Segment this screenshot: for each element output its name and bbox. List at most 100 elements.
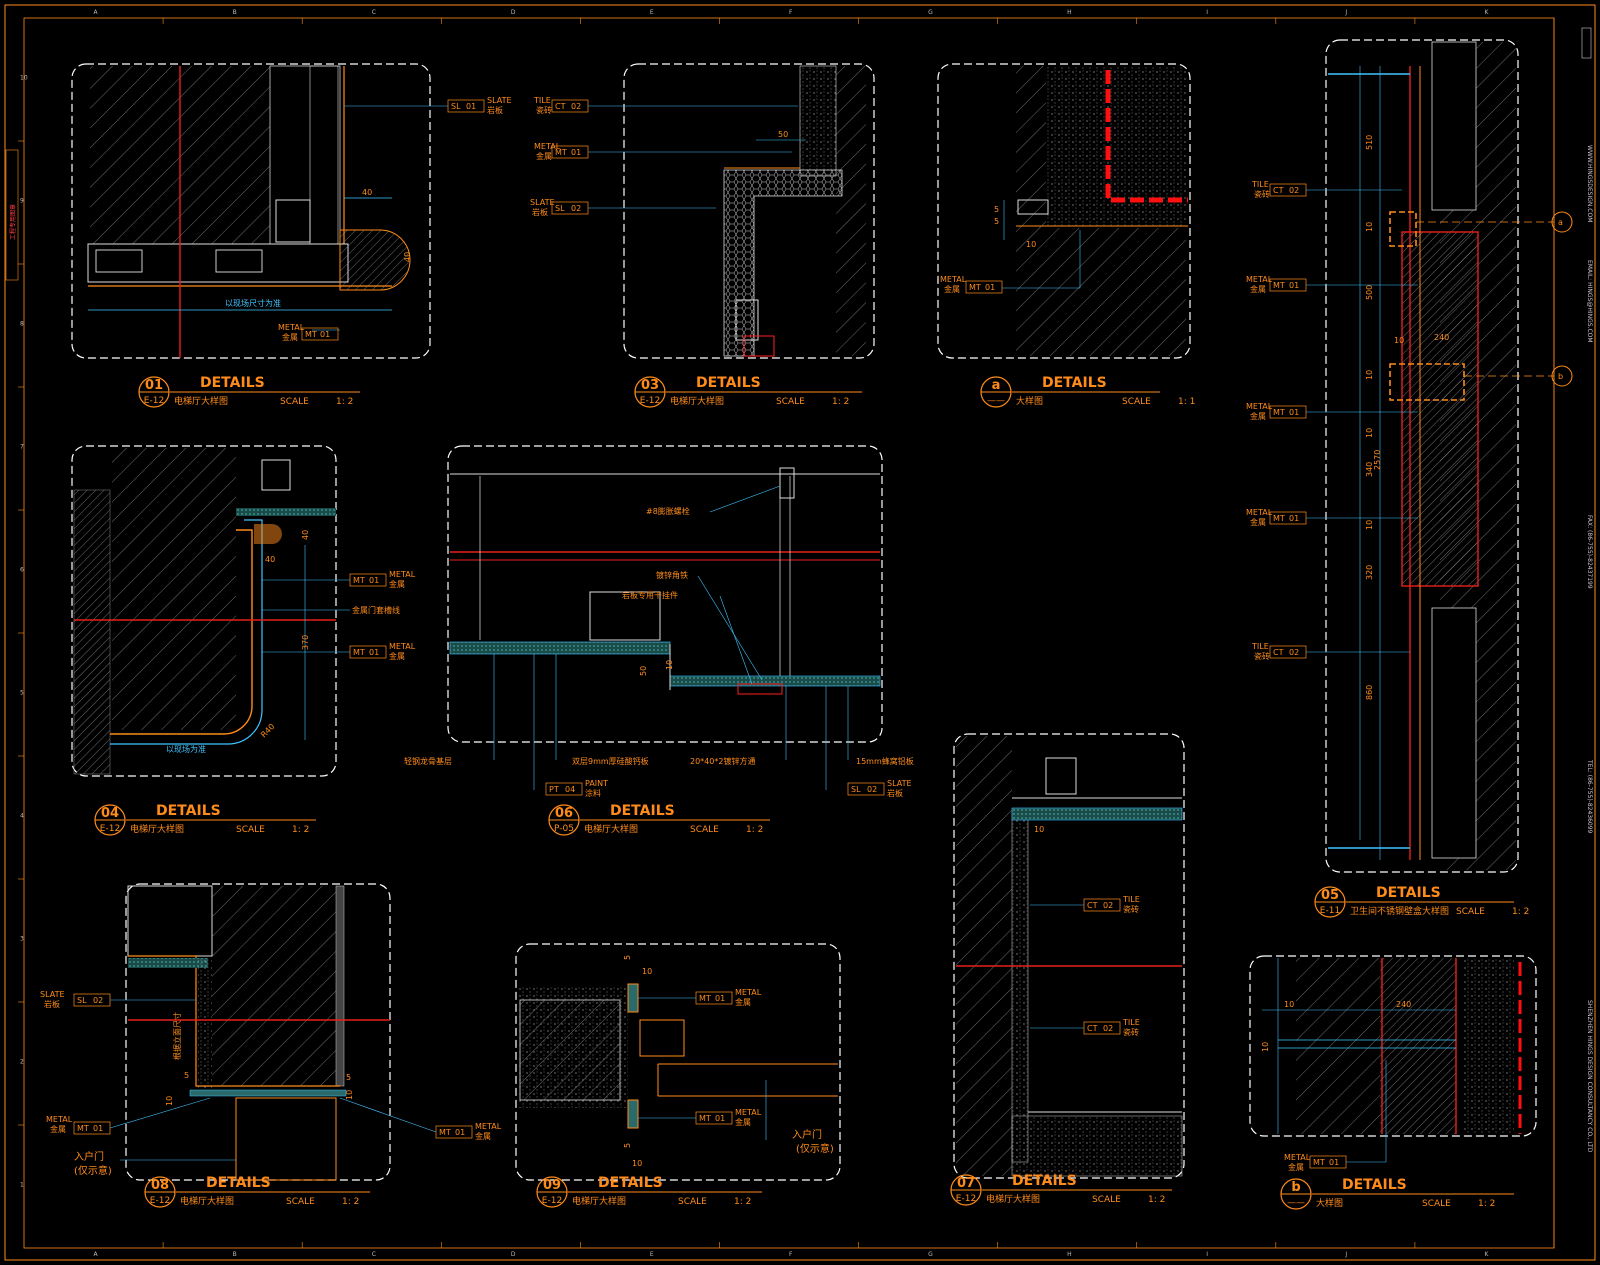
svg-text:METAL: METAL — [940, 275, 967, 284]
detail-title-text: DETAILS — [1342, 1177, 1407, 1193]
grid-col-top-H: H — [1067, 9, 1072, 16]
d04-site-note: 以现场为准 — [166, 744, 206, 754]
da-dim-10: 10 — [1026, 240, 1036, 249]
d09-callout-metal-2: MT 01 METAL 金属 — [695, 1108, 762, 1127]
d05-callout-metal-3: METAL 金属 MT 01 — [1246, 508, 1307, 527]
detail-description: 大样图 — [1016, 395, 1043, 407]
detail-06-drawing[interactable]: 50 10 #8膨胀螺栓 镀锌角铁 岩板专用干挂件 轻钢龙骨基层 双层9mm厚硅… — [404, 445, 914, 798]
grid-row-10: 10 — [20, 75, 28, 82]
svg-text:01: 01 — [455, 1128, 465, 1137]
stamp-label: 工程专用图章 — [9, 204, 17, 240]
d08-callout-metal-1: METAL 金属 MT 01 — [46, 1115, 111, 1135]
svg-text:01: 01 — [985, 283, 995, 292]
svg-text:01: 01 — [320, 330, 330, 339]
d01-callout-slate: SL 01 SLATE 岩板 — [447, 96, 512, 115]
detail-scale-label: SCALE — [286, 1197, 315, 1207]
d05-dim-7: 10 — [1365, 520, 1374, 530]
svg-text:MT: MT — [305, 330, 317, 339]
d01-callout-metal: METAL 金属 MT 01 — [278, 323, 339, 342]
svg-text:瓷砖: 瓷砖 — [1254, 189, 1270, 199]
svg-text:瓷砖: 瓷砖 — [1123, 904, 1139, 914]
d04-dim-r40: R40 — [259, 722, 277, 740]
detail-number: 03 — [641, 378, 659, 393]
d04-dim-40a: 40 — [301, 530, 310, 540]
svg-text:岩板: 岩板 — [532, 207, 548, 217]
detail-07-drawing[interactable]: 10 CT 02 TILE 瓷砖 CT 02 TILE 瓷砖 — [953, 733, 1185, 1179]
grid-col-bottom-G: G — [928, 1251, 933, 1258]
svg-text:METAL: METAL — [475, 1122, 502, 1131]
detail-01-drawing[interactable]: 40 40 以现场尺寸为准 SL 01 SLATE 岩板 METAL 金属 MT… — [71, 63, 512, 359]
d07-callout-tile-2: CT 02 TILE 瓷砖 — [1083, 1018, 1140, 1037]
grid-col-top-G: G — [928, 9, 933, 16]
detail-scale-value: 1: 2 — [342, 1197, 359, 1207]
d04-callout-metal-1: MT 01 METAL 金属 — [349, 570, 416, 589]
svg-text:金属: 金属 — [536, 151, 552, 161]
svg-text:瓷砖: 瓷砖 — [536, 105, 552, 115]
detail-a-drawing[interactable]: 5 5 10 METAL 金属 MT 01 — [937, 63, 1191, 359]
svg-text:METAL: METAL — [1284, 1153, 1311, 1162]
svg-text:CT: CT — [555, 102, 566, 111]
d04-groove-note: 金属门套槽线 — [352, 605, 400, 615]
svg-text:MT: MT — [699, 1114, 711, 1123]
svg-text:MT: MT — [1273, 408, 1285, 417]
detail-sheet-ref: —— — [987, 396, 1005, 406]
svg-text:金属: 金属 — [50, 1124, 66, 1134]
grid-row-2: 2 — [20, 1059, 24, 1066]
db-callout-metal: METAL 金属 MT 01 — [1284, 1153, 1347, 1172]
d08-dim-5a: 5 — [184, 1071, 189, 1080]
svg-text:岩板: 岩板 — [887, 788, 903, 798]
detail-description: 电梯厅大样图 — [670, 395, 724, 407]
svg-text:METAL: METAL — [1246, 402, 1273, 411]
svg-text:MT: MT — [1273, 281, 1285, 290]
detail-number: 08 — [151, 1178, 169, 1193]
da-callout-metal: METAL 金属 MT 01 — [940, 275, 1003, 294]
detail-08-drawing[interactable]: 根据立面尺寸 5 10 10 5 SLATE 岩板 SL 02 METAL 金属… — [40, 883, 502, 1181]
detail-scale-value: 1: 2 — [1478, 1199, 1495, 1209]
svg-text:SL: SL — [451, 102, 461, 111]
d08-dim-10a: 10 — [165, 1096, 174, 1106]
svg-text:METAL: METAL — [389, 642, 416, 651]
detail-03-drawing[interactable]: 50 TILE 瓷砖 CT 02 METAL 金属 MT 01 SLATE 岩板… — [530, 63, 875, 359]
d03-callout-slate: SLATE 岩板 SL 02 — [530, 198, 589, 217]
detail-scale-label: SCALE — [776, 397, 805, 407]
svg-text:瓷砖: 瓷砖 — [1123, 1027, 1139, 1037]
svg-text:METAL: METAL — [389, 570, 416, 579]
grid-col-bottom-H: H — [1067, 1251, 1072, 1258]
detail-b-drawing[interactable]: 10 240 10 METAL 金属 MT 01 — [1249, 955, 1537, 1172]
detail-09-drawing[interactable]: 5 10 5 10 MT 01 METAL 金属 MT 01 METAL 金属 … — [515, 943, 841, 1181]
grid-row-8: 8 — [20, 321, 24, 328]
svg-text:MT: MT — [699, 994, 711, 1003]
stamp-strip: 工程专用图章 — [5, 149, 19, 281]
svg-text:SL: SL — [555, 204, 565, 213]
detail-04-drawing[interactable]: 40 40 370 R40 以现场为准 MT 01 METAL 金属 金属门套槽… — [71, 445, 416, 777]
svg-text:涂料: 涂料 — [585, 788, 601, 798]
svg-text:SL: SL — [77, 996, 87, 1005]
detail-number: b — [1291, 1180, 1300, 1195]
sidebar-web: WWW.HINGSDESIGN.COM — [1586, 145, 1593, 222]
d08-dim-5b: 5 — [346, 1073, 351, 1082]
detail-sheet-ref: E-12 — [640, 396, 660, 406]
detail-description: 电梯厅大样图 — [584, 823, 638, 835]
d05-callout-metal-1: METAL 金属 MT 01 — [1246, 275, 1307, 294]
detail-number: 09 — [543, 1178, 561, 1193]
detail-scale-value: 1: 2 — [746, 825, 763, 835]
detail-description: 卫生间不锈钢壁盒大样图 — [1350, 905, 1449, 917]
svg-text:CT: CT — [1087, 901, 1098, 910]
detail-scale-label: SCALE — [690, 825, 719, 835]
svg-text:MT: MT — [1313, 1158, 1325, 1167]
d09-dim-10b: 10 — [632, 1159, 642, 1168]
svg-text:PT: PT — [549, 785, 559, 794]
d05-dim-1: 10 — [1365, 222, 1374, 232]
detail-scale-label: SCALE — [1422, 1199, 1451, 1209]
detail-title-text: DETAILS — [696, 375, 761, 391]
d05-dim-6: 340 — [1365, 462, 1374, 477]
grid-row-1: 1 — [20, 1182, 24, 1189]
d06-dim-50: 50 — [639, 666, 648, 676]
db-dim-10b: 10 — [1261, 1042, 1270, 1052]
